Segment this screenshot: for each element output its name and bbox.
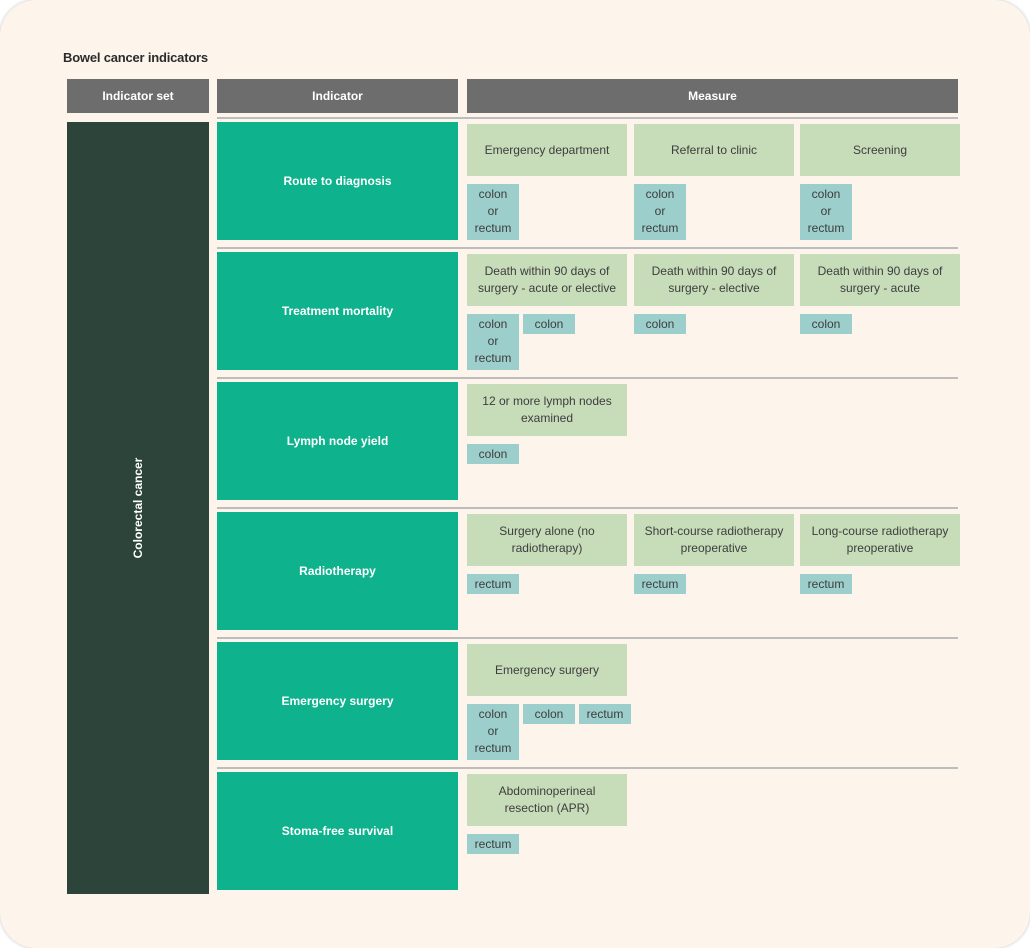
site-tag: colon xyxy=(634,314,686,334)
measure-box: Screening xyxy=(800,124,960,176)
measure-label: Death within 90 days of surgery - electi… xyxy=(651,264,777,295)
measure-box: Abdominoperineal resection (APR) xyxy=(467,774,627,826)
measure-label: Long-course radiotherapy preoperative xyxy=(811,524,949,555)
measure-label: Emergency department xyxy=(484,142,610,157)
measure-box: Short-course radiotherapy preoperative xyxy=(634,514,794,566)
indicator-label: Emergency surgery xyxy=(281,694,394,708)
indicator-cell: Stoma-free survival xyxy=(217,772,458,890)
site-tag: rectum xyxy=(467,574,519,594)
measure-label: Screening xyxy=(852,142,908,157)
indicator-label: Route to diagnosis xyxy=(283,174,392,188)
indicator-set-block: Colorectal cancer xyxy=(67,122,209,894)
row-divider xyxy=(217,117,958,119)
row-divider xyxy=(217,637,958,639)
site-tag: rectum xyxy=(467,834,519,854)
measure-box: Death within 90 days of surgery - electi… xyxy=(634,254,794,306)
measure-box: Surgery alone (no radiotherapy) xyxy=(467,514,627,566)
header-indicator-set: Indicator set xyxy=(67,79,209,113)
measure-box: Emergency surgery xyxy=(467,644,627,696)
indicator-cell: Lymph node yield xyxy=(217,382,458,500)
indicator-cell: Radiotherapy xyxy=(217,512,458,630)
measure-box: Long-course radiotherapy preoperative xyxy=(800,514,960,566)
row-divider xyxy=(217,507,958,509)
measure-label: Referral to clinic xyxy=(670,142,758,157)
site-tag: rectum xyxy=(579,704,631,724)
indicator-set-label: Colorectal cancer xyxy=(131,457,145,559)
indicator-label: Radiotherapy xyxy=(299,564,376,578)
indicator-cell: Route to diagnosis xyxy=(217,122,458,240)
site-tag: colon xyxy=(523,314,575,334)
site-tag: colon xyxy=(800,314,852,334)
row-divider xyxy=(217,377,958,379)
measure-label: 12 or more lymph nodes examined xyxy=(482,394,612,425)
measure-box: Emergency department xyxy=(467,124,627,176)
indicator-label: Lymph node yield xyxy=(286,434,389,448)
indicator-label: Treatment mortality xyxy=(281,304,394,318)
header-indicator: Indicator xyxy=(217,79,458,113)
measure-box: 12 or more lymph nodes examined xyxy=(467,384,627,436)
header-measure: Measure xyxy=(467,79,958,113)
indicator-cell: Emergency surgery xyxy=(217,642,458,760)
measure-label: Death within 90 days of surgery - acute xyxy=(817,264,943,295)
site-tag: colon xyxy=(523,704,575,724)
site-tag: colon xyxy=(467,444,519,464)
measure-label: Short-course radiotherapy preoperative xyxy=(644,524,784,555)
measure-label: Abdominoperineal resection (APR) xyxy=(498,784,596,815)
indicator-cell: Treatment mortality xyxy=(217,252,458,370)
measure-box: Death within 90 days of surgery - acute xyxy=(800,254,960,306)
row-divider xyxy=(217,767,958,769)
site-tag: rectum xyxy=(634,574,686,594)
measure-label: Emergency surgery xyxy=(494,662,600,677)
measure-label: Surgery alone (no radiotherapy) xyxy=(499,524,595,555)
site-tag: rectum xyxy=(800,574,852,594)
measure-box: Death within 90 days of surgery - acute … xyxy=(467,254,627,306)
indicator-label: Stoma-free survival xyxy=(281,824,394,838)
measure-box: Referral to clinic xyxy=(634,124,794,176)
page-title: Bowel cancer indicators xyxy=(63,50,208,65)
row-divider xyxy=(217,247,958,249)
measure-label: Death within 90 days of surgery - acute … xyxy=(477,264,617,295)
